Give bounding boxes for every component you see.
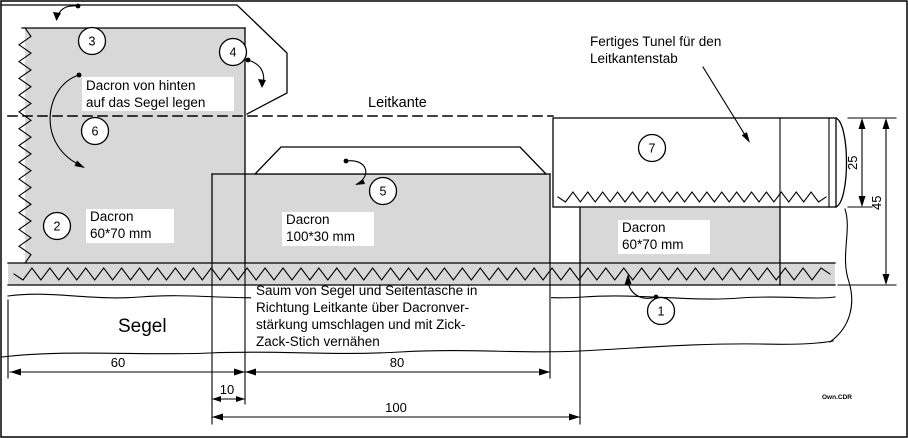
back-note-bg [82, 77, 234, 111]
arrowhead-icon [569, 413, 580, 421]
step-circle [42, 211, 72, 241]
arrowhead-icon [234, 368, 245, 376]
curl-arrow-step5 [343, 158, 367, 185]
sail-edge-wave-right [829, 208, 853, 343]
dimension-45: 45 [869, 118, 890, 285]
leader-arrowhead-icon [741, 132, 750, 143]
patch-center-size: 100*30 mm [286, 229, 355, 244]
curl-arrow-step1 [624, 274, 659, 300]
step-circle [77, 26, 107, 56]
step-number: 6 [92, 125, 99, 139]
dim-label-60: 60 [111, 355, 125, 370]
step-number: 1 [658, 305, 665, 319]
arrowhead-icon [858, 196, 866, 207]
step-marker-7: 7 [637, 133, 667, 163]
tunnel-zigzag-stitch [557, 191, 827, 203]
back-note-line2: auf das Segel legen [86, 95, 205, 110]
seam-note-line2: Richtung Leitkante über Dacronver- [256, 300, 469, 315]
seam-note-line3: stärkung umschlagen und mit Zick- [256, 317, 465, 332]
segel-label: Segel [118, 316, 167, 337]
arrowhead-icon [53, 12, 61, 21]
dimension-25: 25 [845, 118, 866, 207]
step-marker-4: 4 [218, 37, 248, 67]
patch-right-label-bg [618, 220, 710, 254]
curl-arrow-step3 [53, 3, 81, 21]
tunnel-note-line2: Leitkantenstab [590, 51, 678, 66]
curl-arrow-step6 [49, 72, 85, 168]
step-number: 3 [89, 35, 96, 49]
patch-left-material: Dacron [90, 209, 134, 224]
step-marker-3: 3 [77, 26, 107, 56]
dimension-100: 100 [211, 400, 581, 421]
patch-left-label-bg [86, 209, 174, 243]
dimension-60: 60 [9, 355, 246, 376]
step-number: 5 [380, 185, 387, 199]
patch-right-material: Dacron [622, 220, 666, 235]
arrowhead-icon [74, 160, 85, 168]
watermark-text: Own.CDR [822, 394, 852, 401]
seam-band-zigzag-stitch [13, 267, 831, 281]
patch-right-size: 60*70 mm [622, 237, 684, 252]
seam-note-line1: Saum von Segel und Seitentasche in [256, 283, 477, 298]
tunnel-note-leader [702, 66, 750, 143]
arrowhead-icon [236, 396, 245, 402]
step-circle [218, 37, 248, 67]
arrowhead-icon [539, 368, 550, 376]
arrowhead-icon [624, 274, 632, 285]
step-circle [646, 296, 676, 326]
dimension-80: 80 [244, 355, 551, 376]
dim-label-10: 10 [220, 382, 234, 397]
tunnel-end-cap [835, 117, 848, 208]
step-marker-2: 2 [42, 211, 72, 241]
dimension-10: 10 [211, 382, 246, 402]
curl-arrow-step4 [245, 57, 266, 88]
seam-note-bg [251, 287, 551, 350]
arrowhead-icon [212, 396, 221, 402]
back-note-line1: Dacron von hinten [86, 78, 196, 93]
hem-fold-flap [253, 146, 548, 175]
leitkante-label: Leitkante [368, 95, 427, 111]
step-number: 4 [230, 46, 237, 60]
dim-label-80: 80 [390, 355, 404, 370]
step-number: 7 [649, 142, 656, 156]
step-circle [80, 116, 110, 146]
sail-corner-outline [1, 4, 288, 115]
step-number: 2 [54, 220, 61, 234]
sail-edge-wave-lower [1, 340, 834, 358]
arrowhead-icon [10, 368, 21, 376]
step-marker-6: 6 [80, 116, 110, 146]
arrow-curve [49, 74, 83, 167]
patch-center-label-bg [282, 212, 374, 246]
arrowhead-icon [858, 118, 866, 129]
patch-center-material: Dacron [286, 212, 330, 227]
dim-label-45: 45 [869, 196, 884, 210]
step-circle [637, 133, 667, 163]
step-circle [368, 176, 398, 206]
arrowhead-icon [882, 274, 890, 285]
patch-left-zigzag-edge [18, 27, 32, 264]
arrowhead-icon [245, 368, 256, 376]
arrowhead-icon [212, 413, 223, 421]
step-marker-5: 5 [368, 176, 398, 206]
tunnel-note-line1: Fertiges Tunel für den [590, 34, 721, 49]
dim-label-25: 25 [845, 156, 860, 170]
leader-line [702, 66, 746, 136]
seam-note-line4: Zack-Stich vernähen [256, 334, 380, 349]
tunnel-body [552, 117, 837, 208]
step-marker-1: 1 [646, 296, 676, 326]
patch-left-size: 60*70 mm [90, 226, 152, 241]
arrowhead-icon [355, 179, 365, 185]
arrowhead-icon [882, 118, 890, 129]
arrowhead-icon [258, 79, 266, 88]
dimension-extension-lines [7, 117, 897, 425]
dim-label-100: 100 [385, 400, 407, 415]
